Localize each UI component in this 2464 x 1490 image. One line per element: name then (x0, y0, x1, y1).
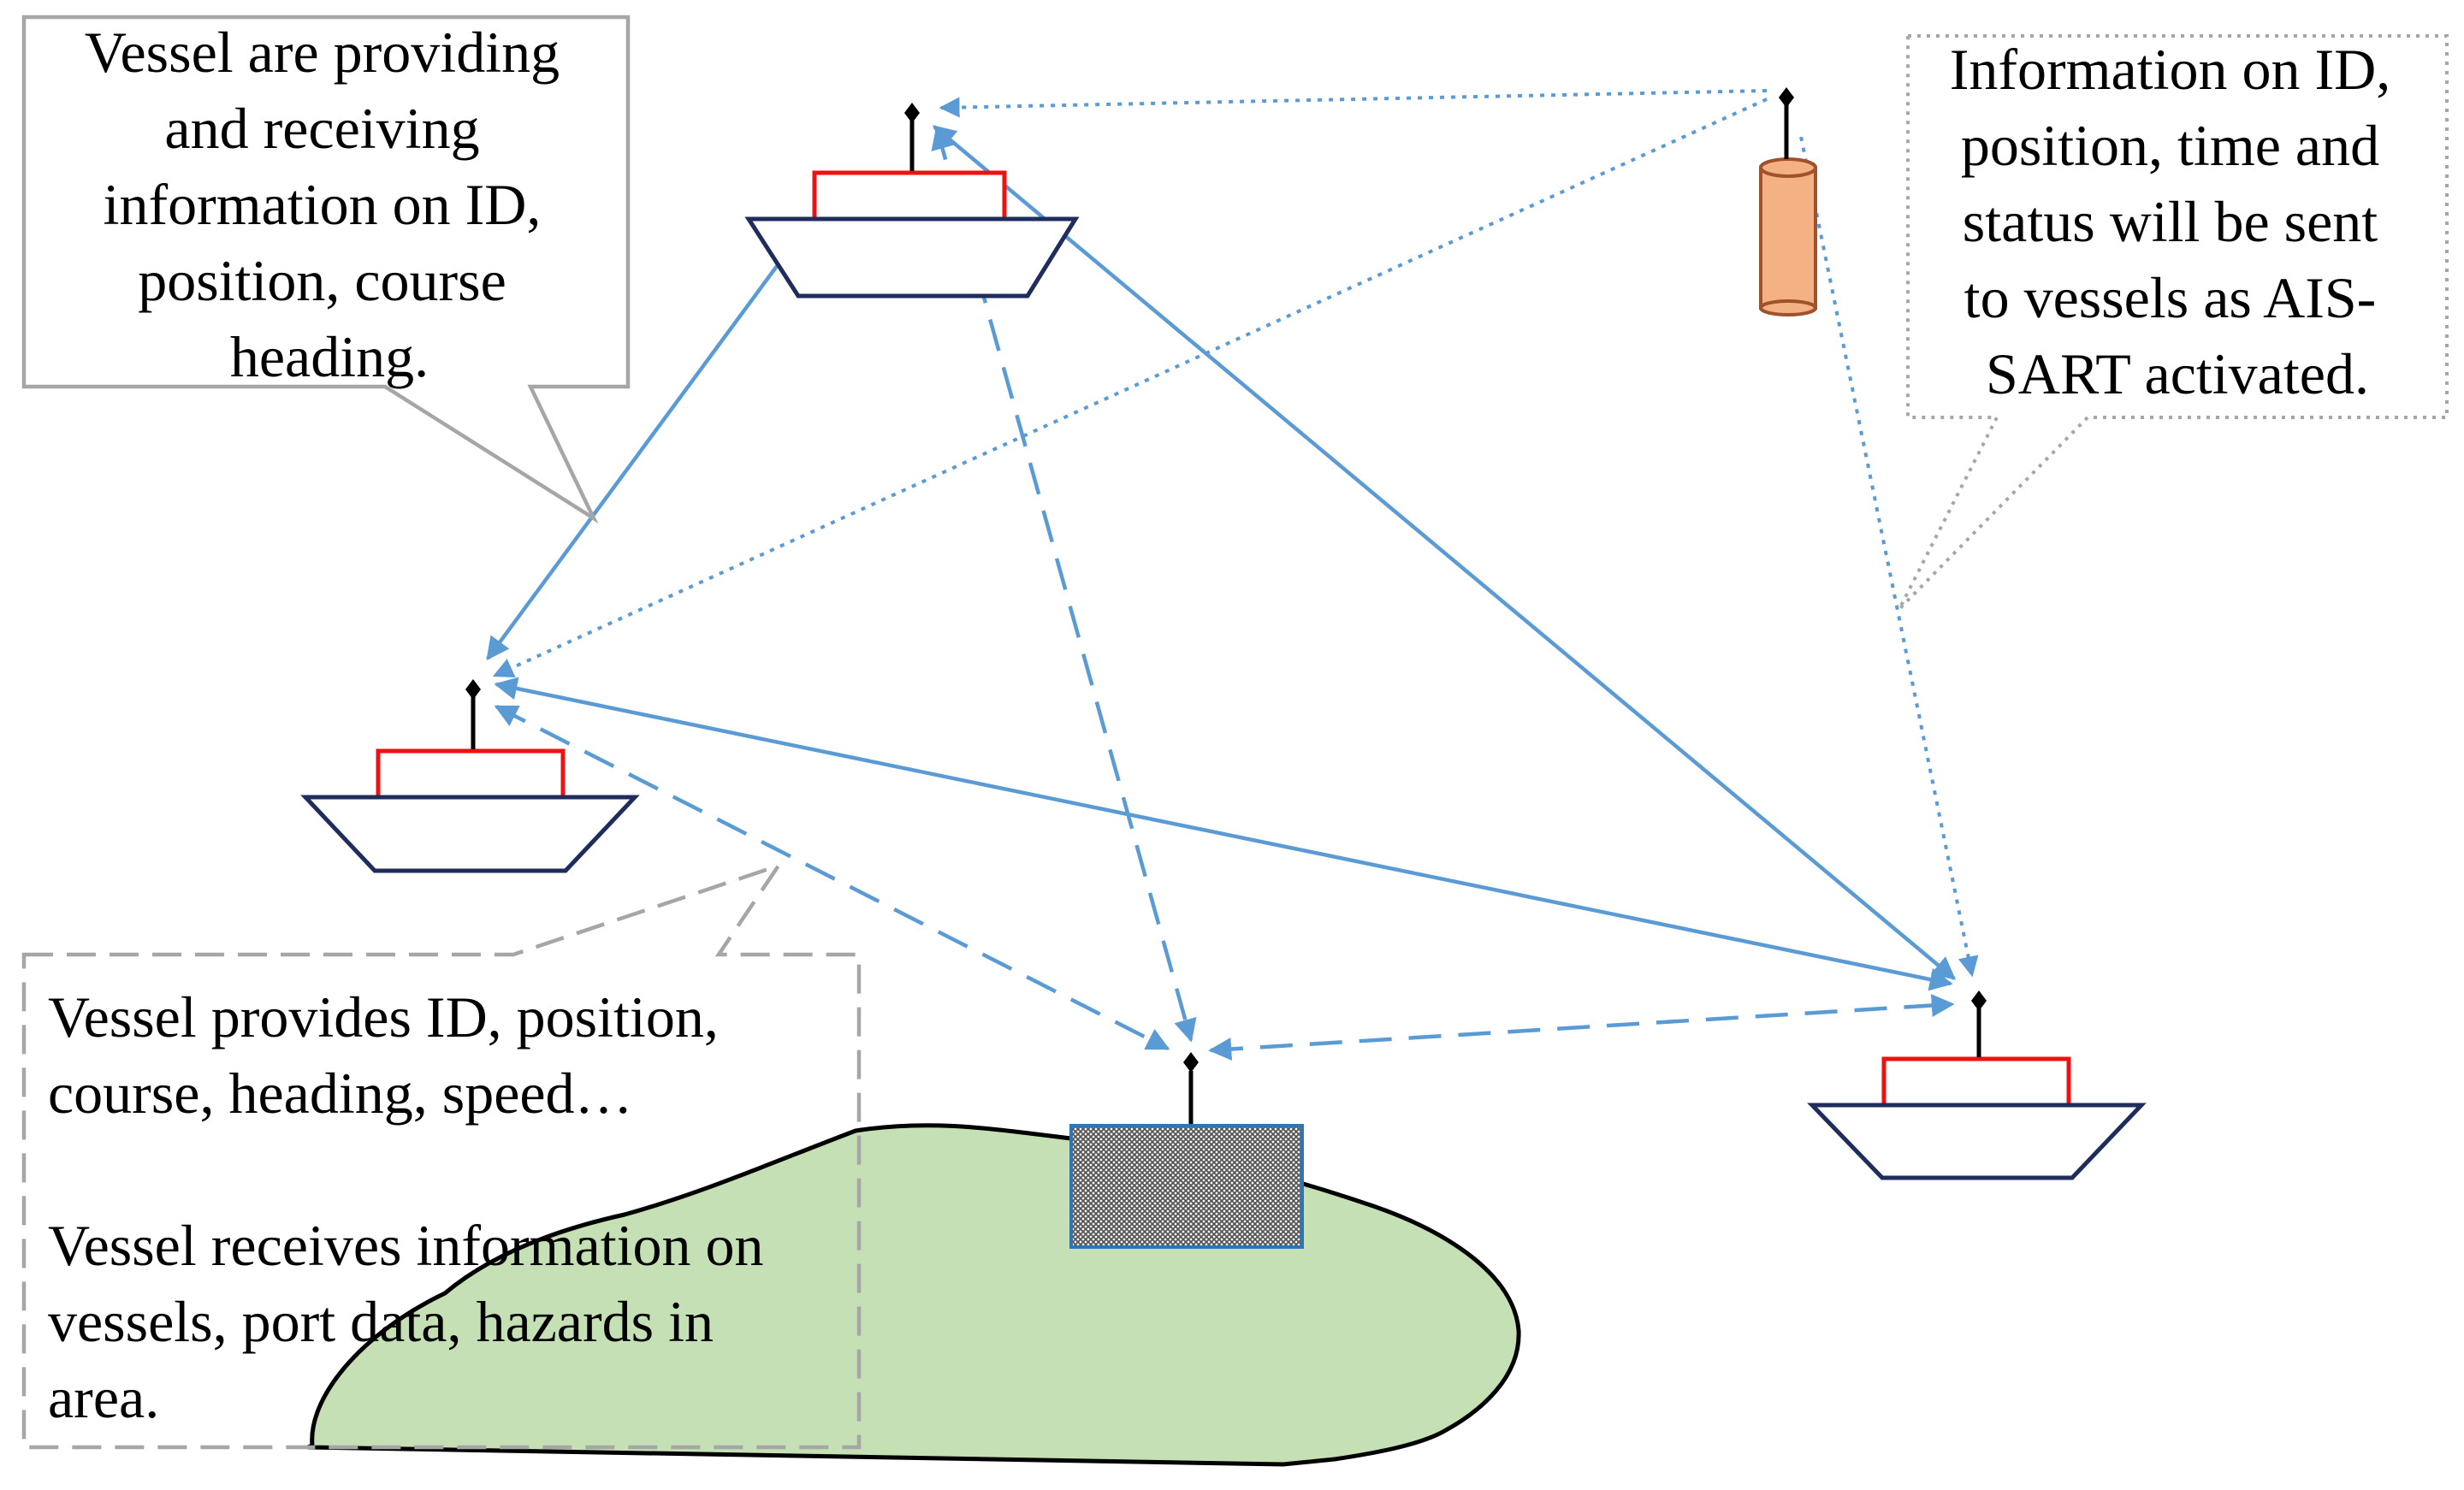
callout-line: course, heading, speed… (48, 1061, 633, 1126)
shore-base-station-icon (1069, 1052, 1304, 1249)
callout-line: position, course (138, 248, 506, 313)
callout-vessel-provides: Vessel provides ID, position, course, he… (21, 861, 862, 1450)
callout-line: heading. (230, 324, 429, 389)
communication-links (486, 89, 1979, 1061)
callout-vessels-exchange: Vessel are providing and receiving infor… (21, 15, 631, 524)
antenna-tip-icon (1779, 87, 1794, 108)
callout-line: and receiving (164, 96, 479, 161)
callout-line: Information on ID, (1950, 37, 2391, 102)
ship-icon (744, 103, 1080, 299)
ship-hull (1807, 1103, 2147, 1180)
ship-cabin (376, 748, 566, 800)
ship-cabin (812, 170, 1007, 222)
callout-vessels-exchange-text: Vessel are providing and receiving infor… (85, 20, 574, 389)
link-sart-vessel1 (939, 89, 1768, 118)
ship-icon (300, 679, 640, 873)
ship-icon (1807, 990, 2147, 1180)
callout-line: Vessel receives information on (48, 1213, 764, 1278)
callout-line: information on ID, (104, 172, 542, 237)
ship-cabin (1881, 1056, 2071, 1108)
link-vessel2-base (494, 704, 1170, 1051)
callout-line: area. (48, 1365, 159, 1430)
ais-sart-buoy-icon (1759, 87, 1817, 316)
callout-line: Vessel provides ID, position, (48, 984, 719, 1050)
antenna-tip-icon (1971, 990, 1987, 1011)
callout-ais-sart: Information on ID, position, time and st… (1898, 34, 2449, 611)
callout-line: position, time and (1961, 113, 2379, 178)
link-base-vessel3 (1208, 994, 1955, 1061)
callout-line: to vessels as AIS- (1964, 265, 2377, 330)
link-vessel1-vessel2 (486, 244, 793, 661)
antenna-tip-icon (904, 103, 920, 123)
callout-vessel-provides-text: Vessel provides ID, position, course, he… (48, 984, 779, 1430)
ship-hull (744, 216, 1080, 299)
callout-ais-sart-text: Information on ID, position, time and st… (1950, 37, 2406, 406)
callout-line: SART activated. (1986, 341, 2369, 406)
ship-hull (300, 795, 640, 873)
callout-line: status will be sent (1963, 189, 2378, 254)
antenna-tip-icon (465, 679, 481, 700)
callout-line: vessels, port data, hazards in (48, 1289, 714, 1354)
link-vessel2-vessel3 (494, 677, 1953, 991)
link-sart-vessel3 (1799, 136, 1979, 978)
callout-line: Vessel are providing (85, 20, 560, 85)
antenna-tip-icon (1183, 1052, 1199, 1073)
